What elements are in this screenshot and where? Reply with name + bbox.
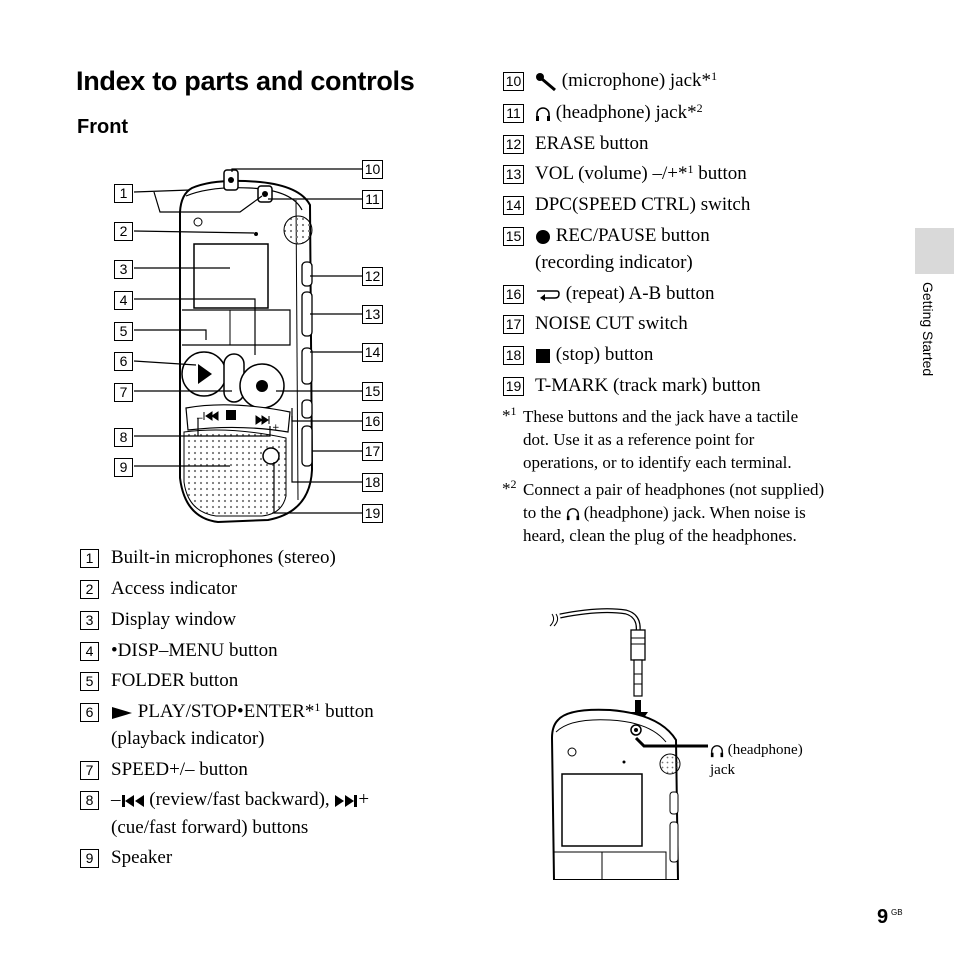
callout-label-line2: jack bbox=[710, 762, 735, 778]
footnote-line: Connect a pair of headphones (not suppli… bbox=[523, 480, 825, 499]
list-number: 17 bbox=[503, 315, 524, 334]
list-number: 5 bbox=[80, 672, 99, 691]
figure-callout-6: 6 bbox=[114, 352, 133, 371]
figure-callout-14: 14 bbox=[362, 343, 383, 362]
footnote-line: operations, or to identify each terminal… bbox=[523, 453, 792, 472]
figure-callout-4: 4 bbox=[114, 291, 133, 310]
headphone-icon bbox=[566, 508, 579, 521]
footnote-marker: *2 bbox=[502, 477, 517, 498]
figure-callout-10: 10 bbox=[362, 160, 383, 179]
side-tab-label: Getting Started bbox=[920, 282, 936, 377]
svg-text:−: − bbox=[196, 414, 204, 424]
list-number: 19 bbox=[503, 377, 524, 396]
figure-callout-11: 11 bbox=[362, 190, 383, 209]
list-item: (headphone) jack*2 bbox=[535, 99, 703, 127]
next-icon bbox=[335, 794, 358, 807]
list-item: PLAY/STOP•ENTER*1 button bbox=[111, 698, 374, 726]
figure-callout-12: 12 bbox=[362, 267, 383, 286]
footnote-line: heard, clean the plug of the headphones. bbox=[523, 526, 797, 545]
footnote-line: dot. Use it as a reference point for bbox=[523, 430, 755, 449]
record-icon bbox=[536, 229, 550, 244]
list-item-continuation: (playback indicator) bbox=[111, 728, 265, 749]
figure-callout-1: 1 bbox=[114, 184, 133, 203]
footnote-line: to the (headphone) jack. When noise is bbox=[523, 503, 806, 522]
list-item: T-MARK (track mark) button bbox=[535, 375, 761, 396]
list-item: REC/PAUSE button bbox=[535, 222, 710, 250]
repeat-icon bbox=[537, 289, 560, 301]
svg-text:+: + bbox=[272, 423, 280, 433]
list-number: 1 bbox=[80, 549, 99, 568]
figure-callout-3: 3 bbox=[114, 260, 133, 279]
headphone-icon bbox=[710, 744, 724, 757]
list-number: 11 bbox=[503, 104, 524, 123]
figure-callout-19: 19 bbox=[362, 504, 383, 523]
callout-label: (headphone) bbox=[710, 740, 803, 760]
footnote-line: These buttons and the jack have a tactil… bbox=[523, 407, 799, 426]
list-item: (repeat) A-B button bbox=[535, 280, 715, 308]
side-tab bbox=[915, 228, 954, 274]
figure-callout-8: 8 bbox=[114, 428, 133, 447]
list-number: 12 bbox=[503, 135, 524, 154]
headphone-connection-figure bbox=[549, 608, 708, 880]
figure-callout-13: 13 bbox=[362, 305, 383, 324]
list-number: 18 bbox=[503, 346, 524, 365]
stop-icon bbox=[536, 348, 550, 363]
figure-callout-9: 9 bbox=[114, 458, 133, 477]
list-number: 16 bbox=[503, 285, 524, 304]
list-number: 9 bbox=[80, 849, 99, 868]
footnote-marker: *1 bbox=[502, 404, 517, 425]
list-item: Display window bbox=[111, 609, 237, 630]
list-item: FOLDER button bbox=[111, 670, 239, 691]
list-item: (stop) button bbox=[535, 341, 653, 369]
list-number: 6 bbox=[80, 703, 99, 722]
list-number: 2 bbox=[80, 580, 99, 599]
list-item: VOL (volume) –/+*1 button bbox=[535, 162, 747, 184]
page-title: Index to parts and controls bbox=[76, 66, 415, 96]
list-item-continuation: (recording indicator) bbox=[535, 252, 693, 273]
list-item: (microphone) jack*1 bbox=[535, 67, 717, 95]
list-item: Speaker bbox=[111, 847, 173, 868]
page-number: 9 bbox=[877, 906, 889, 928]
list-item: DPC(SPEED CTRL) switch bbox=[535, 194, 751, 215]
list-number: 8 bbox=[80, 791, 99, 810]
list-item: Access indicator bbox=[111, 578, 238, 599]
list-item: SPEED+/– button bbox=[111, 759, 248, 780]
list-item-continuation: (cue/fast forward) buttons bbox=[111, 817, 309, 838]
figure-callout-17: 17 bbox=[362, 442, 383, 461]
headphone-icon bbox=[536, 106, 550, 121]
list-item: •DISP–MENU button bbox=[111, 640, 278, 661]
figure-callout-5: 5 bbox=[114, 322, 133, 341]
list-number: 3 bbox=[80, 611, 99, 630]
previous-icon bbox=[121, 794, 144, 807]
list-item: – (review/fast backward), + bbox=[111, 789, 370, 810]
figure-callout-7: 7 bbox=[114, 383, 133, 402]
list-number: 15 bbox=[503, 227, 524, 246]
section-heading: Front bbox=[77, 116, 129, 138]
list-number: 7 bbox=[80, 761, 99, 780]
figure-callout-15: 15 bbox=[362, 382, 383, 401]
list-item: NOISE CUT switch bbox=[535, 313, 688, 334]
list-number: 13 bbox=[503, 165, 524, 184]
list-number: 4 bbox=[80, 642, 99, 661]
list-number: 10 bbox=[503, 72, 524, 91]
list-item: Built-in microphones (stereo) bbox=[111, 547, 336, 568]
list-number: 14 bbox=[503, 196, 524, 215]
play-icon bbox=[112, 706, 132, 719]
list-item: ERASE button bbox=[535, 133, 649, 154]
figure-callout-2: 2 bbox=[114, 222, 133, 241]
figure-callout-16: 16 bbox=[362, 412, 383, 431]
microphone-icon bbox=[536, 72, 556, 91]
page-number-suffix: GB bbox=[891, 908, 903, 917]
figure-callout-18: 18 bbox=[362, 473, 383, 492]
